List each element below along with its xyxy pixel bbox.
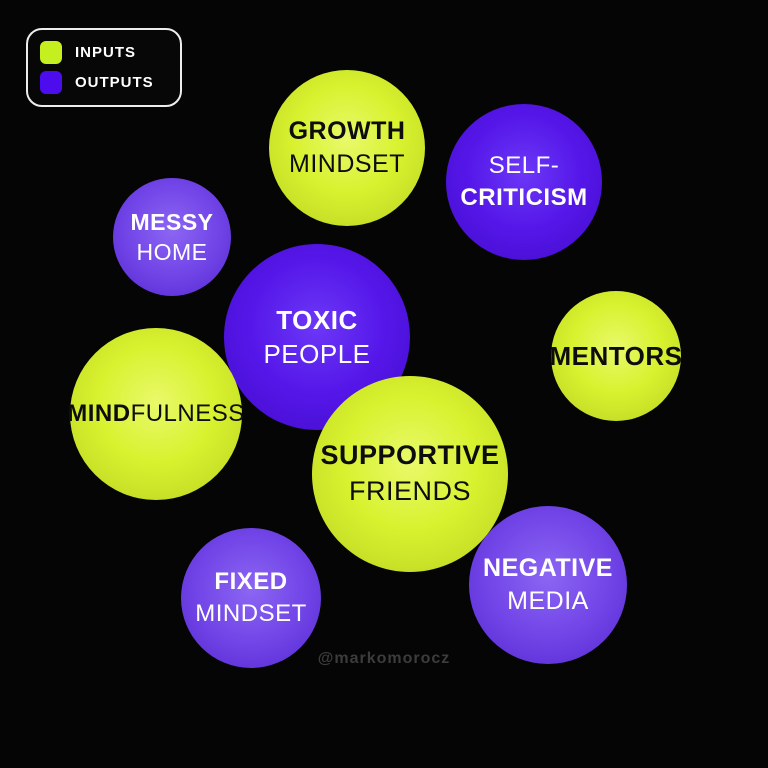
bubble-word: SELF- — [488, 152, 560, 180]
bubble-word: MENTORS — [549, 340, 683, 371]
bubble-label: MESSY HOME — [130, 207, 213, 268]
bubble-word: MINDSET — [289, 150, 405, 178]
bubble-word: FULNESS — [130, 400, 245, 427]
bubble-label: SUPPORTIVE FRIENDS — [320, 438, 499, 509]
bubble-label: TOXIC PEOPLE — [263, 303, 370, 372]
legend-item-inputs: INPUTS — [40, 41, 154, 64]
bubble-label: FIXED MINDSET — [195, 566, 307, 629]
inputs-color-swatch — [40, 41, 62, 64]
bubble-supportive-friends: SUPPORTIVE FRIENDS — [312, 376, 508, 572]
bubble-growth-mindset: GROWTH MINDSET — [269, 70, 425, 226]
bubble-word: MINDSET — [195, 600, 307, 627]
bubble-word: NEGATIVE — [483, 554, 613, 582]
bubble-word: FIXED — [214, 568, 288, 596]
bubble-word: TOXIC — [276, 304, 358, 335]
bubble-word: GROWTH — [288, 117, 406, 145]
bubble-word: HOME — [136, 239, 208, 265]
bubble-word: SUPPORTIVE — [320, 440, 500, 471]
bubble-label: GROWTH MINDSET — [289, 115, 406, 181]
bubble-word: MEDIA — [507, 587, 589, 615]
bubble-mindfulness: MIND FULNESS — [67, 328, 245, 500]
bubble-word: MIND — [67, 400, 131, 427]
bubble-word: CRITICISM — [460, 184, 588, 211]
bubble-toxic-people: TOXIC PEOPLE — [224, 244, 410, 430]
bubble-word: PEOPLE — [263, 339, 371, 369]
bubble-label: MIND FULNESS — [67, 402, 245, 426]
bubble-messy-home: MESSY HOME — [113, 178, 231, 296]
watermark-handle: @markomorocz — [317, 650, 451, 667]
legend-inputs-label: INPUTS — [75, 44, 137, 61]
bubble-label: NEGATIVE MEDIA — [483, 552, 613, 618]
bubble-fixed-mindset: FIXED MINDSET — [181, 528, 321, 668]
bubble-word: FRIENDS — [348, 476, 471, 506]
legend-outputs-label: OUTPUTS — [75, 74, 154, 91]
bubble-label: SELF- CRITICISM — [460, 150, 587, 213]
legend-item-outputs: OUTPUTS — [40, 71, 154, 94]
bubble-label: MENTORS — [549, 339, 682, 373]
bubble-self-criticism: SELF- CRITICISM — [446, 104, 602, 260]
bubble-mentors: MENTORS — [549, 291, 682, 421]
bubble-word: MESSY — [130, 208, 214, 235]
bubble-negative-media: NEGATIVE MEDIA — [469, 506, 627, 664]
outputs-color-swatch — [40, 71, 62, 94]
legend: INPUTS OUTPUTS — [26, 28, 182, 107]
